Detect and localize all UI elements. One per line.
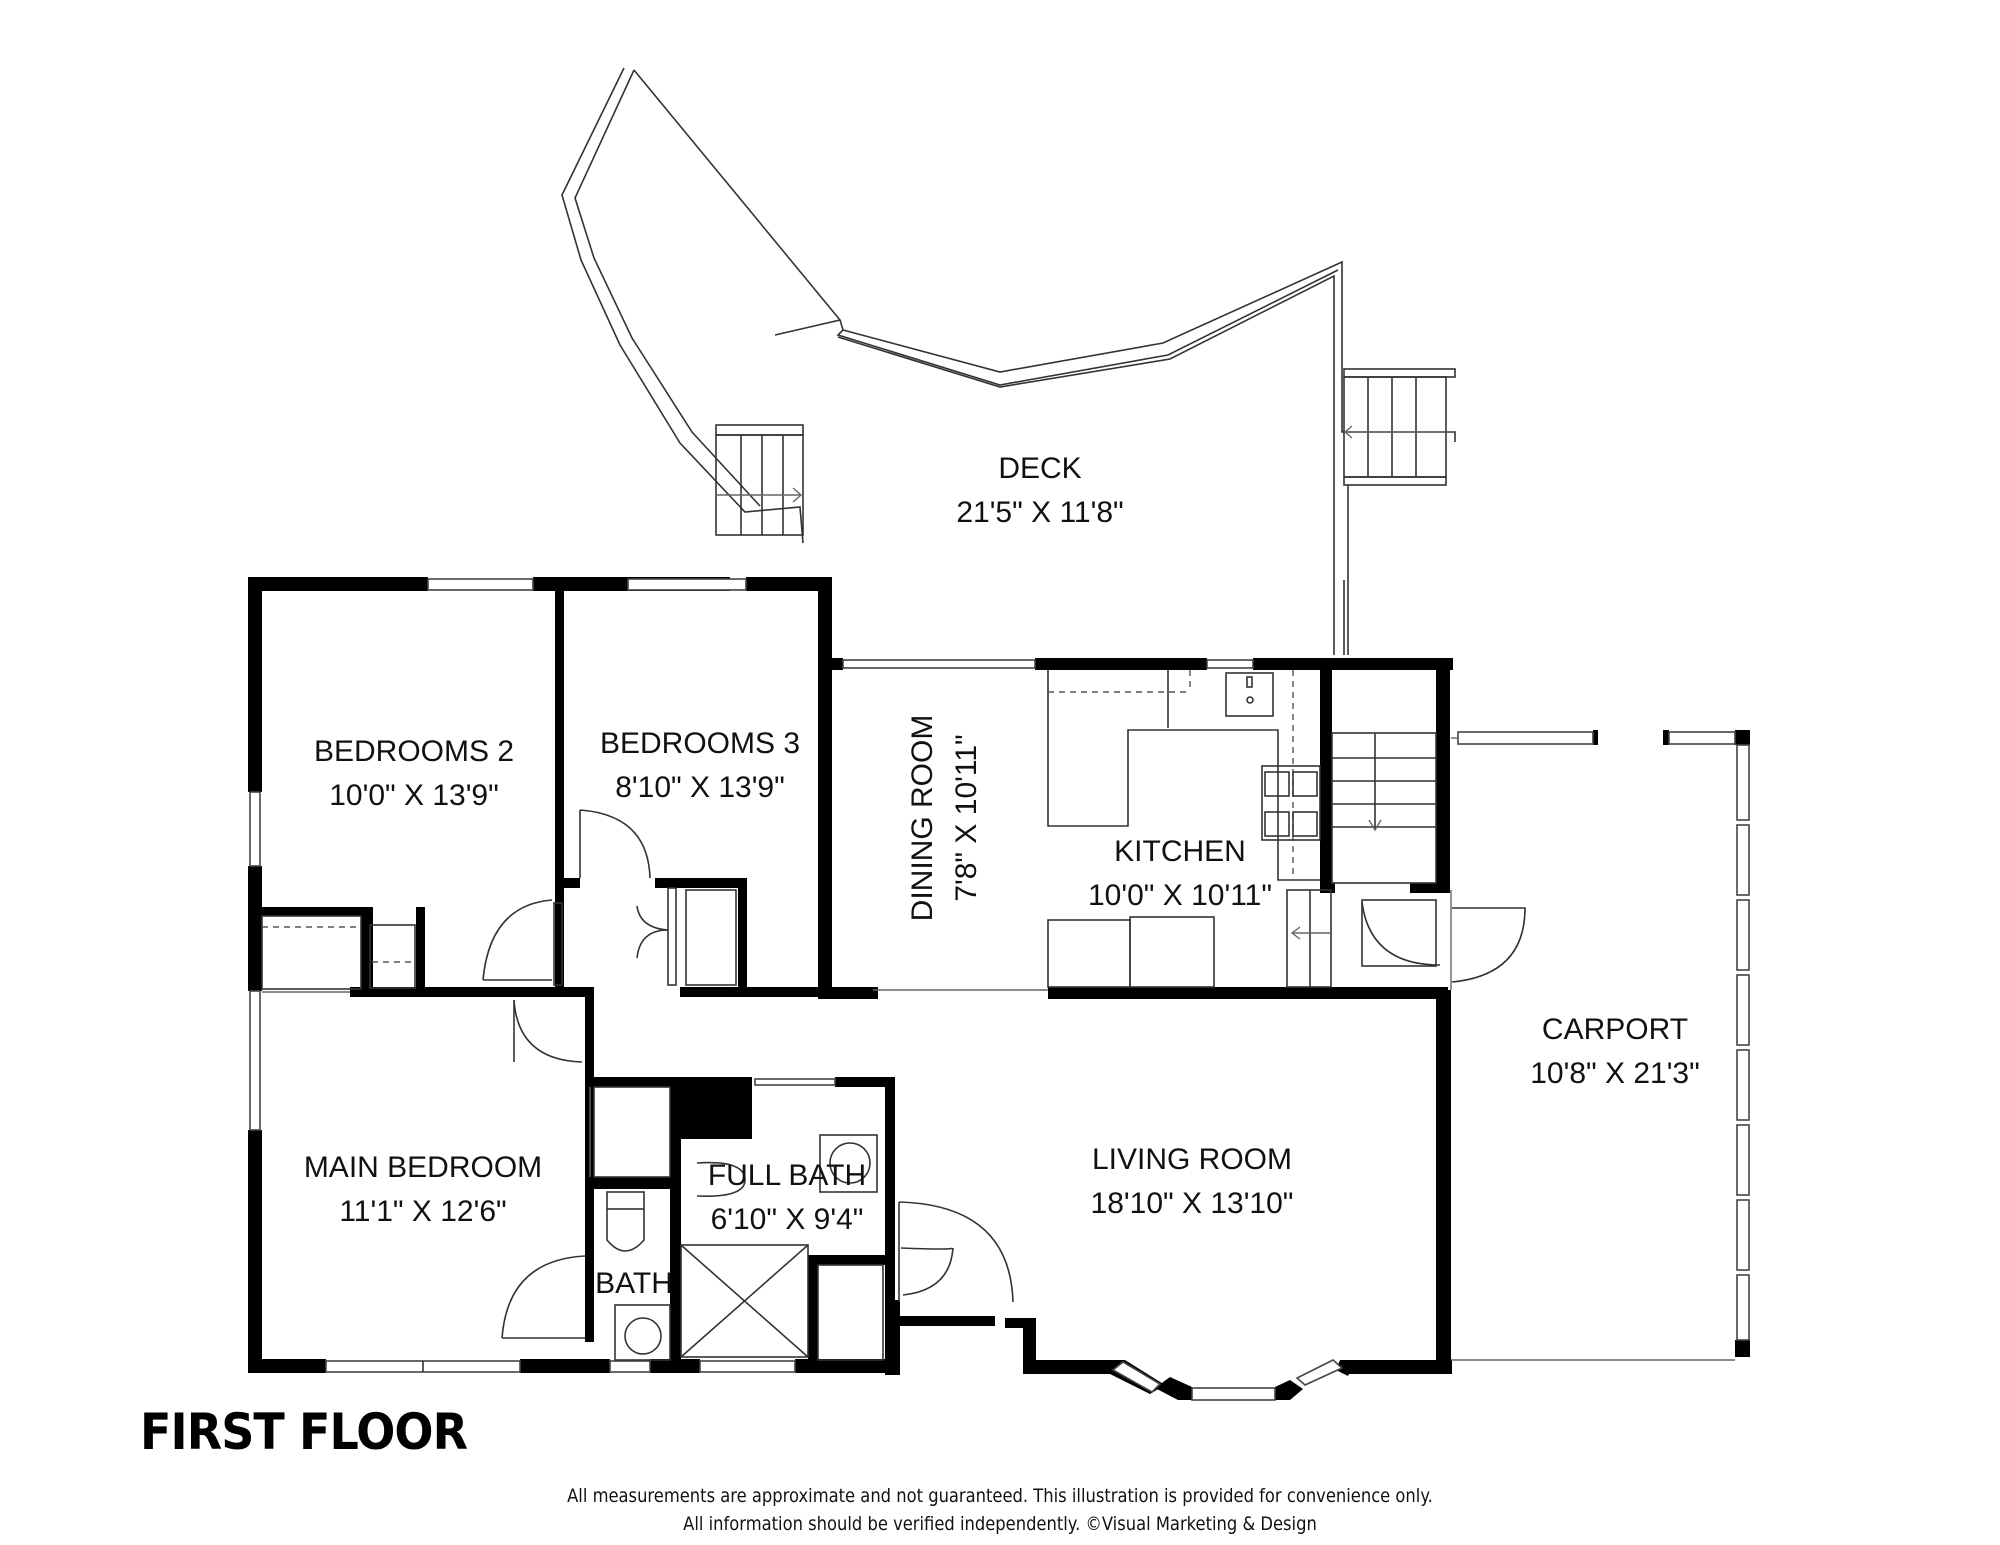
windows [249, 578, 1750, 1401]
room-name: DECK [998, 452, 1082, 485]
room-name: BEDROOMS 2 [313, 735, 515, 768]
room-dimensions: 7'8" X 10'11" [950, 734, 983, 902]
room-dimensions: 6'10" X 9'4" [710, 1203, 864, 1236]
room-bedroom-2: BEDROOMS 2 10'0" X 13'9" [314, 730, 514, 818]
room-bedroom-3: BEDROOMS 3 8'10" X 13'9" [600, 722, 800, 810]
room-full-bath: FULL BATH 6'10" X 9'4" [708, 1154, 866, 1242]
room-dimensions: 18'10" X 13'10" [1090, 1187, 1294, 1220]
room-living: LIVING ROOM 18'10" X 13'10" [1091, 1138, 1294, 1226]
room-name: LIVING ROOM [1091, 1143, 1293, 1176]
room-dimensions: 8'10" X 13'9" [615, 771, 785, 804]
room-kitchen: KITCHEN 10'0" X 10'11" [1088, 830, 1272, 918]
deck-railing [561, 67, 1456, 655]
room-name: KITCHEN [1114, 835, 1246, 868]
deck-stairs-right [1343, 368, 1456, 655]
room-dimensions: 10'0" X 10'11" [1088, 879, 1272, 912]
room-name: DINING ROOM [906, 714, 939, 922]
room-dimensions: 11'1" X 12'6" [339, 1195, 507, 1228]
carport-outline [1450, 737, 1735, 1361]
fixtures [261, 670, 1437, 1361]
walls [248, 577, 1750, 1400]
deck-stairs-left [715, 424, 804, 536]
room-main-bedroom: MAIN BEDROOM 11'1" X 12'6" [304, 1146, 542, 1234]
room-dining: DINING ROOM 7'8" X 10'11" [901, 715, 989, 922]
room-carport: CARPORT 10'8" X 21'3" [1530, 1008, 1700, 1096]
disclaimer-line-1: All measurements are approximate and not… [567, 1485, 1433, 1507]
room-deck: DECK 21'5" X 11'8" [956, 447, 1123, 535]
room-dimensions: 10'8" X 21'3" [1530, 1057, 1700, 1090]
room-name: BATH [595, 1267, 673, 1300]
room-name: MAIN BEDROOM [303, 1151, 543, 1184]
room-bath: BATH [595, 1262, 673, 1306]
room-name: CARPORT [1541, 1013, 1689, 1046]
doors [482, 809, 1526, 1339]
room-dimensions: 10'0" X 13'9" [329, 779, 499, 812]
disclaimer-line-2: All information should be verified indep… [683, 1513, 1317, 1535]
room-dimensions: 21'5" X 11'8" [956, 496, 1124, 529]
room-name: BEDROOMS 3 [599, 727, 801, 760]
disclaimer: All measurements are approximate and not… [140, 1482, 1860, 1538]
room-name: FULL BATH [707, 1159, 867, 1192]
floor-title: FIRST FLOOR [140, 1403, 468, 1461]
